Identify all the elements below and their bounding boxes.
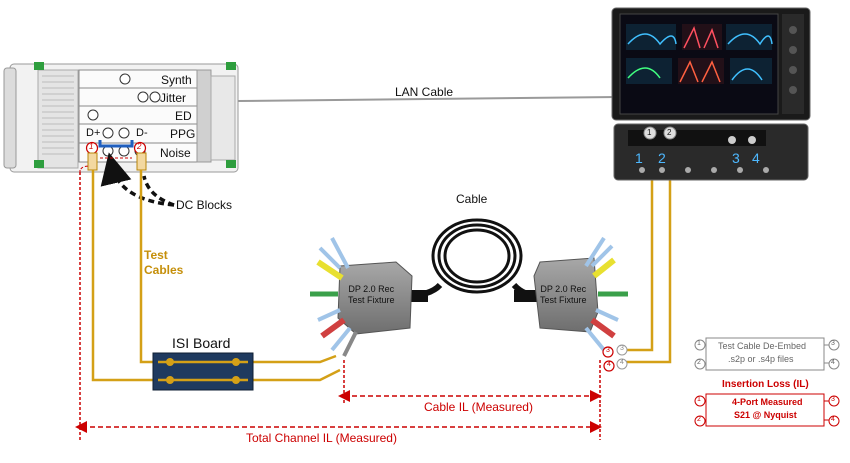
module-synth-label: Synth xyxy=(161,73,192,87)
fixture-left xyxy=(310,237,413,357)
dc-block-pos xyxy=(87,152,98,171)
il-legend-line2: S21 @ Nyquist xyxy=(734,410,797,420)
bert-instrument xyxy=(3,62,239,173)
isi-board-label: ISI Board xyxy=(172,335,231,351)
bert-port-2-label: 2 xyxy=(137,142,142,151)
il-port-3: 3 xyxy=(831,396,835,403)
il-port-4: 4 xyxy=(831,416,835,423)
deembed-legend-box xyxy=(694,337,840,371)
module-ppg-label: PPG xyxy=(170,127,196,141)
il-legend-line1: 4-Port Measured xyxy=(732,397,803,407)
total-il-label: Total Channel IL (Measured) xyxy=(246,431,397,445)
fixture-port-4-gray xyxy=(616,358,628,370)
fixture-port-3-red-label: 3 xyxy=(606,347,610,354)
dc-block-neg xyxy=(136,152,147,171)
dc-blocks-arrow-2 xyxy=(142,175,175,207)
isi-board xyxy=(152,352,254,391)
total-il-arrow xyxy=(75,172,602,440)
deembed-line1: Test Cable De-Embed xyxy=(718,341,807,351)
deembed-line2: .s2p or .s4p files xyxy=(728,354,794,364)
il-port-1: 1 xyxy=(697,396,701,403)
deembed-port-3: 3 xyxy=(831,340,835,347)
dc-blocks-label: DC Blocks xyxy=(176,198,233,212)
fixture-port-3-gray xyxy=(616,344,628,356)
fixture-left-label: DP 2.0 Rec Test Fixture xyxy=(348,284,395,305)
cable-il-label: Cable IL (Measured) xyxy=(424,400,533,414)
ppg-dneg-label: D- xyxy=(136,127,148,139)
il-port-2: 2 xyxy=(697,416,701,423)
cable-label: Cable xyxy=(456,192,488,206)
scope-ch2-label: 2 xyxy=(658,150,666,166)
fixture-right-label: DP 2.0 Rec Test Fixture xyxy=(540,284,587,305)
bert-port-1-label: 1 xyxy=(89,142,94,151)
deembed-port-4: 4 xyxy=(831,359,835,366)
deembed-port-2: 2 xyxy=(697,359,701,366)
module-jitter-label: Jitter xyxy=(160,91,187,105)
module-ed-label: ED xyxy=(175,109,192,123)
scope-ch1-label: 1 xyxy=(635,150,643,166)
scope-front-panel xyxy=(613,123,809,181)
fixture-port-4-red-label: 4 xyxy=(607,361,611,368)
coiled-cable xyxy=(398,218,544,302)
il-legend-title: Insertion Loss (IL) xyxy=(722,379,809,390)
il-legend-box xyxy=(694,393,840,427)
fixture-right xyxy=(533,236,628,352)
fixture-port-4-red xyxy=(603,360,615,372)
lan-cable-line xyxy=(237,96,619,102)
cable-il-arrow xyxy=(338,360,602,404)
scope-port-1-label: 1 xyxy=(647,128,652,137)
oscilloscope xyxy=(611,7,811,121)
fixture-port-3-red xyxy=(602,346,614,358)
test-cables-label: Test Cables xyxy=(144,248,184,277)
dc-blocks-arrow xyxy=(100,152,175,207)
module-noise-label: Noise xyxy=(160,146,191,160)
ppg-dpos-label: D+ xyxy=(86,127,101,139)
deembed-port-1: 1 xyxy=(697,340,701,347)
lan-cable-label: LAN Cable xyxy=(395,85,454,99)
scope-ch3-label: 3 xyxy=(732,150,740,166)
fixture-port-4-gray-label: 4 xyxy=(620,359,624,366)
fixture-port-3-gray-label: 3 xyxy=(620,345,624,352)
scope-port-2-label: 2 xyxy=(667,128,672,137)
scope-ch4-label: 4 xyxy=(752,150,760,166)
